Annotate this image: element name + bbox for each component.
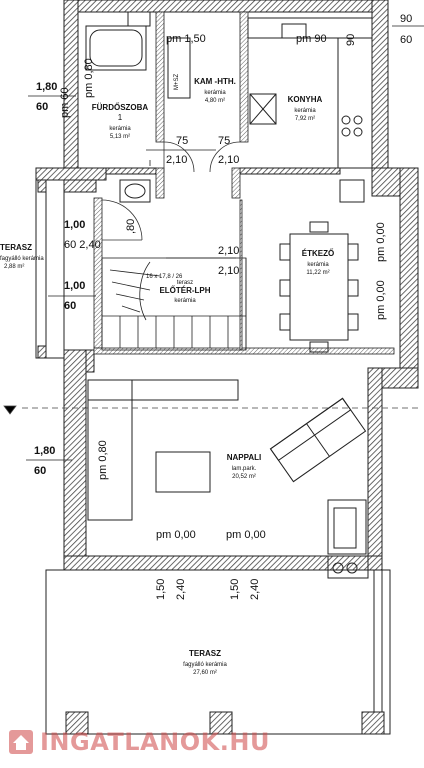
room-kam-name: KAM -HTH.: [194, 77, 236, 86]
room-nappali-area: 20,52 m²: [232, 474, 256, 480]
watermark: INGATLANOK.HU: [8, 728, 270, 756]
dim-60-top: 60: [400, 34, 413, 46]
house-logo-icon: [8, 729, 34, 755]
dim-75-b: 75: [218, 135, 231, 147]
kitchen-fixtures: [167, 17, 373, 203]
dim-60-c: 60: [34, 465, 47, 477]
dim-210-c: 2,10: [218, 245, 240, 257]
dim-100-mid: 1,00: [64, 219, 86, 231]
room-terasz-left-name: TERASZ: [0, 243, 32, 252]
dim-180-b: 1,80: [34, 445, 56, 457]
left-terrace-outline: [35, 179, 65, 359]
stair-note: 16 x 17,8 / 26: [146, 274, 183, 280]
pm-90-vert: 90: [345, 33, 357, 46]
living-furniture: [87, 379, 369, 579]
interior-walls: [93, 11, 395, 355]
pm-080-b: ,80: [125, 218, 137, 234]
room-furdo-area: 5,13 m²: [109, 134, 131, 140]
bottom-terrace-outline: [45, 569, 391, 735]
pm-080-a: pm 0,80: [83, 58, 95, 98]
dim-60-a: 60: [36, 101, 49, 113]
room-eloter: terasz ELŐTÉR-LPH kerámia: [150, 280, 220, 304]
room-etkezo-mat: kerámia: [307, 262, 329, 268]
room-eloter-prefix: terasz: [176, 280, 194, 286]
dim-210-d: 2,10: [218, 265, 240, 277]
dim-90-top: 90: [400, 13, 413, 25]
door-swings: [101, 141, 241, 241]
room-kam-hth: KAM -HTH. kerámia 4,80 m²: [188, 77, 242, 105]
section-line: [3, 405, 420, 415]
room-terasz-bottom-mat: fagyálló kerámia: [183, 662, 227, 668]
watermark-text: INGATLANOK.HU: [40, 728, 270, 756]
room-terasz-left-mat: fagyálló kerámia: [0, 256, 44, 262]
room-konyha-name: KONYHA: [287, 95, 323, 104]
room-furdo-name: FÜRDŐSZOBA: [91, 103, 149, 112]
room-eloter-name: ELŐTÉR-LPH: [159, 286, 211, 295]
room-konyha: KONYHA kerámia 7,92 m²: [280, 95, 330, 123]
dim-100-b: 1,00: [64, 280, 86, 292]
dim-75-a: 75: [176, 135, 189, 147]
dim-180-a: 1,80: [36, 81, 58, 93]
bathroom-fixtures: [85, 11, 151, 203]
room-nappali-name: NAPPALI: [226, 453, 262, 462]
room-terasz-bottom: TERASZ fagyálló kerámia 27,60 m²: [160, 649, 250, 677]
room-kam-area: 4,80 m²: [204, 98, 226, 104]
exterior-walls: [35, 0, 419, 571]
pm-060: pm 60: [59, 87, 71, 118]
pm-000-nappali-b: pm 0,00: [226, 529, 266, 541]
w-240-a: 2,40: [175, 578, 187, 600]
w-150-a: 1,50: [155, 578, 167, 600]
dim-60-b: 60: [64, 300, 77, 312]
staircase: [101, 257, 247, 351]
room-nappali: NAPPALI lam.park. 20,52 m²: [216, 453, 272, 481]
pm-90: pm 90: [296, 33, 327, 45]
pm-150: pm 1,50: [166, 33, 206, 45]
room-etkezo: ÉTKEZŐ kerámia 11,22 m²: [294, 249, 342, 277]
room-terasz-left-area: 2,88 m²: [4, 264, 25, 270]
room-konyha-area: 7,92 m²: [294, 116, 316, 122]
room-furdo-mat: kerámia: [109, 126, 131, 132]
room-kam-mat: kerámia: [204, 90, 226, 96]
pm-000-nappali-a: pm 0,00: [156, 529, 196, 541]
w-150-b: 1,50: [229, 578, 241, 600]
room-furdoszoba: FÜRDŐSZOBA 1 kerámia 5,13 m²: [88, 103, 152, 141]
pm-080-c: pm 0,80: [97, 440, 109, 480]
w-240-b: 2,40: [249, 578, 261, 600]
pm-000-dining: pm 0,00: [375, 222, 387, 262]
dim-210-b: 2,10: [218, 154, 240, 166]
room-etkezo-area: 11,22 m²: [306, 270, 330, 276]
dim-210-a: 2,10: [166, 154, 188, 166]
room-etkezo-name: ÉTKEZŐ: [301, 249, 335, 258]
room-nappali-mat: lam.park.: [231, 466, 257, 472]
room-terasz-bottom-name: TERASZ: [189, 649, 221, 658]
dining-table: [279, 221, 359, 353]
room-eloter-mat: kerámia: [174, 298, 196, 304]
pm-000-dining-b: pm 0,00: [375, 280, 387, 320]
room-furdo-num: 1: [117, 113, 123, 122]
room-konyha-mat: kerámia: [294, 108, 316, 114]
room-terasz-bottom-area: 27,60 m²: [193, 670, 217, 676]
room-kam-mpsz: M+SZ: [174, 73, 180, 90]
room-terasz-left: TERASZ fagyálló kerámia 2,88 m²: [0, 243, 44, 271]
dim-60-240: 60 2,40: [64, 239, 101, 251]
dimension-lines: [26, 25, 424, 461]
